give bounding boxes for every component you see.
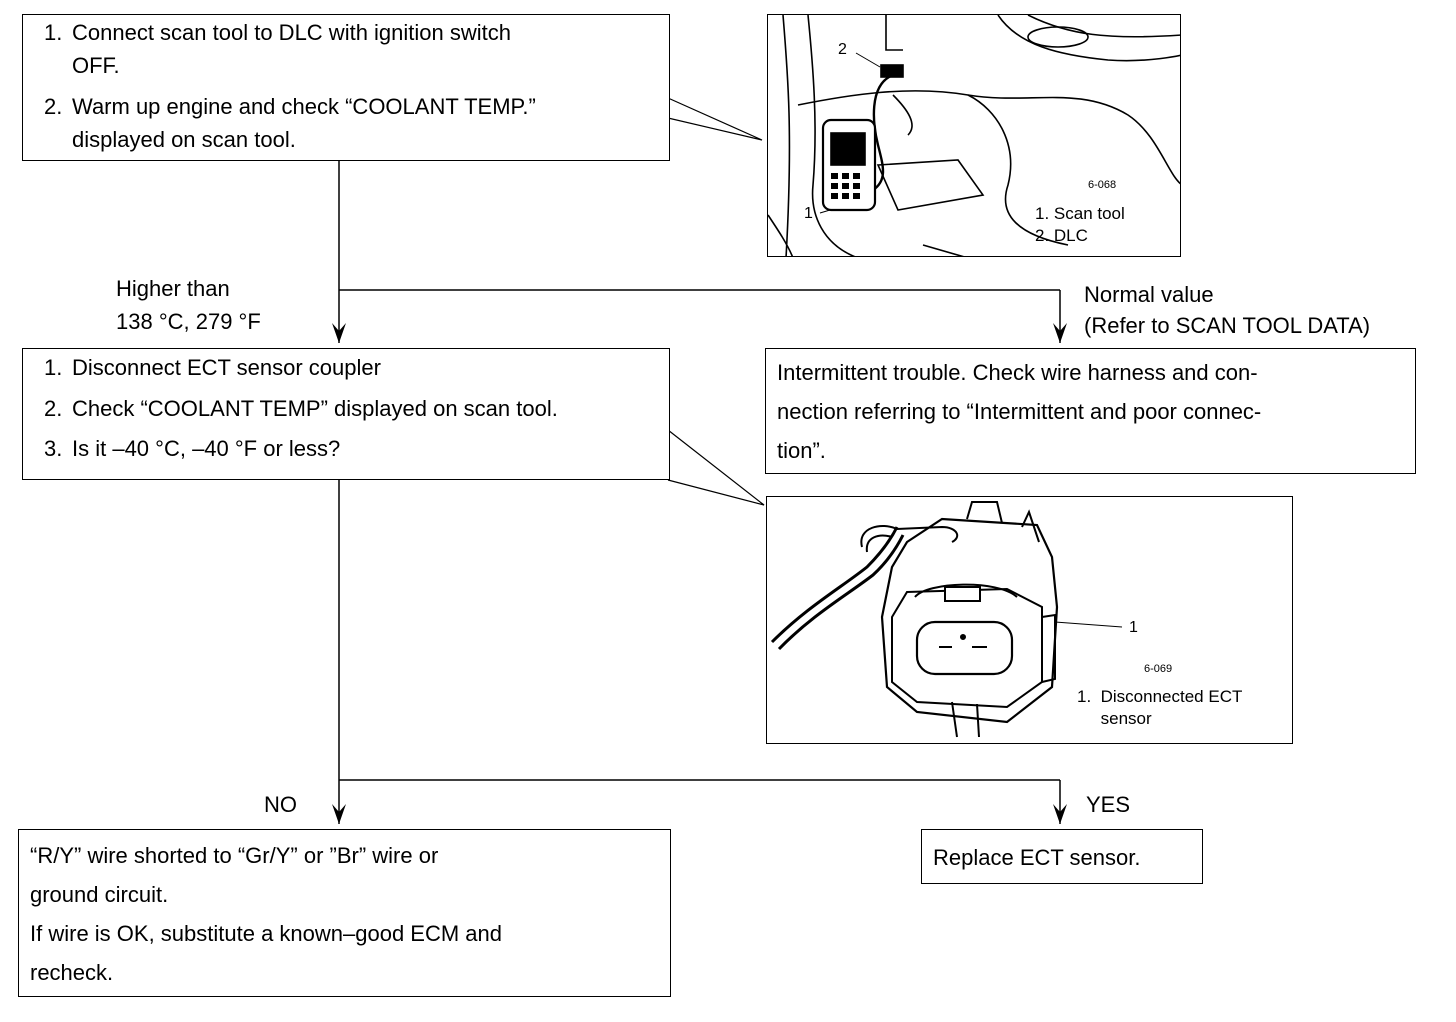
- step-number: 1.: [44, 20, 63, 45]
- step2-item-1: 1. Disconnect ECT sensor coupler: [44, 351, 381, 384]
- result-no-line-1: “R/Y” wire shorted to “Gr/Y” or ”Br” wir…: [30, 843, 439, 868]
- step-text: Is it –40 °C, –40 °F or less?: [72, 436, 341, 461]
- scan-tool-illustration: [768, 15, 1180, 256]
- step-text: Connect scan tool to DLC with ignition s…: [72, 20, 511, 45]
- step-number: 1.: [44, 355, 63, 380]
- intermittent-line-1: Intermittent trouble. Check wire harness…: [777, 360, 1258, 385]
- branch1-right-label-line1: Normal value: [1084, 282, 1214, 307]
- figure-scan-tool-dlc: 1 2 6-068 1. Scan tool 2. DLC: [767, 14, 1181, 257]
- branch2-no-label: NO: [264, 792, 297, 817]
- result-no-line-2: ground circuit.: [30, 882, 169, 907]
- step-number: 3.: [44, 436, 63, 461]
- branch1-left-label-line2: 138 °C, 279 °F: [116, 309, 261, 334]
- figure1-legend-2: 2. DLC: [1035, 226, 1088, 245]
- step1-item-2: 2. Warm up engine and check “COOLANT TEMP…: [44, 90, 536, 156]
- step1-item-1: 1. Connect scan tool to DLC with ignition…: [44, 16, 511, 82]
- intermittent-box: [765, 348, 1416, 474]
- step2-item-3: 3. Is it –40 °C, –40 °F or less?: [44, 432, 340, 465]
- result-yes-text: Replace ECT sensor.: [933, 845, 1141, 870]
- figure1-code: 6-068: [1088, 179, 1117, 191]
- step2-box: [22, 348, 670, 480]
- figure2-legend-2: sensor: [1077, 709, 1152, 728]
- step-number: 2.: [44, 94, 63, 119]
- result-no-box: [18, 829, 671, 997]
- figure1-callout-2: 2: [838, 41, 847, 58]
- branch1-right-label-line2: (Refer to SCAN TOOL DATA): [1084, 313, 1371, 338]
- step-number: 2.: [44, 396, 63, 421]
- intermittent-line-3: tion”.: [777, 438, 826, 463]
- figure2-callout-1: 1: [1129, 619, 1138, 636]
- step-text: Disconnect ECT sensor coupler: [72, 355, 381, 380]
- intermittent-line-2: nection referring to “Intermittent and p…: [777, 399, 1262, 424]
- step2-item-2: 2. Check “COOLANT TEMP” displayed on scan…: [44, 392, 558, 425]
- branch1-left-label-line1: Higher than: [116, 276, 230, 301]
- step1-box: [22, 14, 670, 161]
- figure1-legend-1: 1. Scan tool: [1035, 204, 1125, 223]
- figure-ect-sensor: 1 6-069 1. Disconnected ECT sensor: [766, 496, 1293, 744]
- figure1-callout-1: 1: [804, 205, 813, 222]
- figure2-code: 6-069: [1144, 663, 1173, 675]
- callout-pointer-figure1: [667, 97, 763, 141]
- step-text-continued: displayed on scan tool.: [72, 127, 296, 152]
- branch2-yes-label: YES: [1086, 792, 1131, 817]
- callout-pointer-figure2: [667, 429, 765, 506]
- step-text: Warm up engine and check “COOLANT TEMP.”: [72, 94, 536, 119]
- ect-sensor-illustration: [770, 501, 1123, 738]
- step-text-continued: OFF.: [72, 53, 120, 78]
- figure2-legend-1: 1. Disconnected ECT: [1077, 687, 1243, 706]
- step-text: Check “COOLANT TEMP” displayed on scan t…: [72, 396, 558, 421]
- result-yes-box: [921, 829, 1203, 884]
- result-no-line-3: If wire is OK, substitute a known–good E…: [30, 921, 503, 946]
- result-no-line-4: recheck.: [30, 960, 114, 985]
